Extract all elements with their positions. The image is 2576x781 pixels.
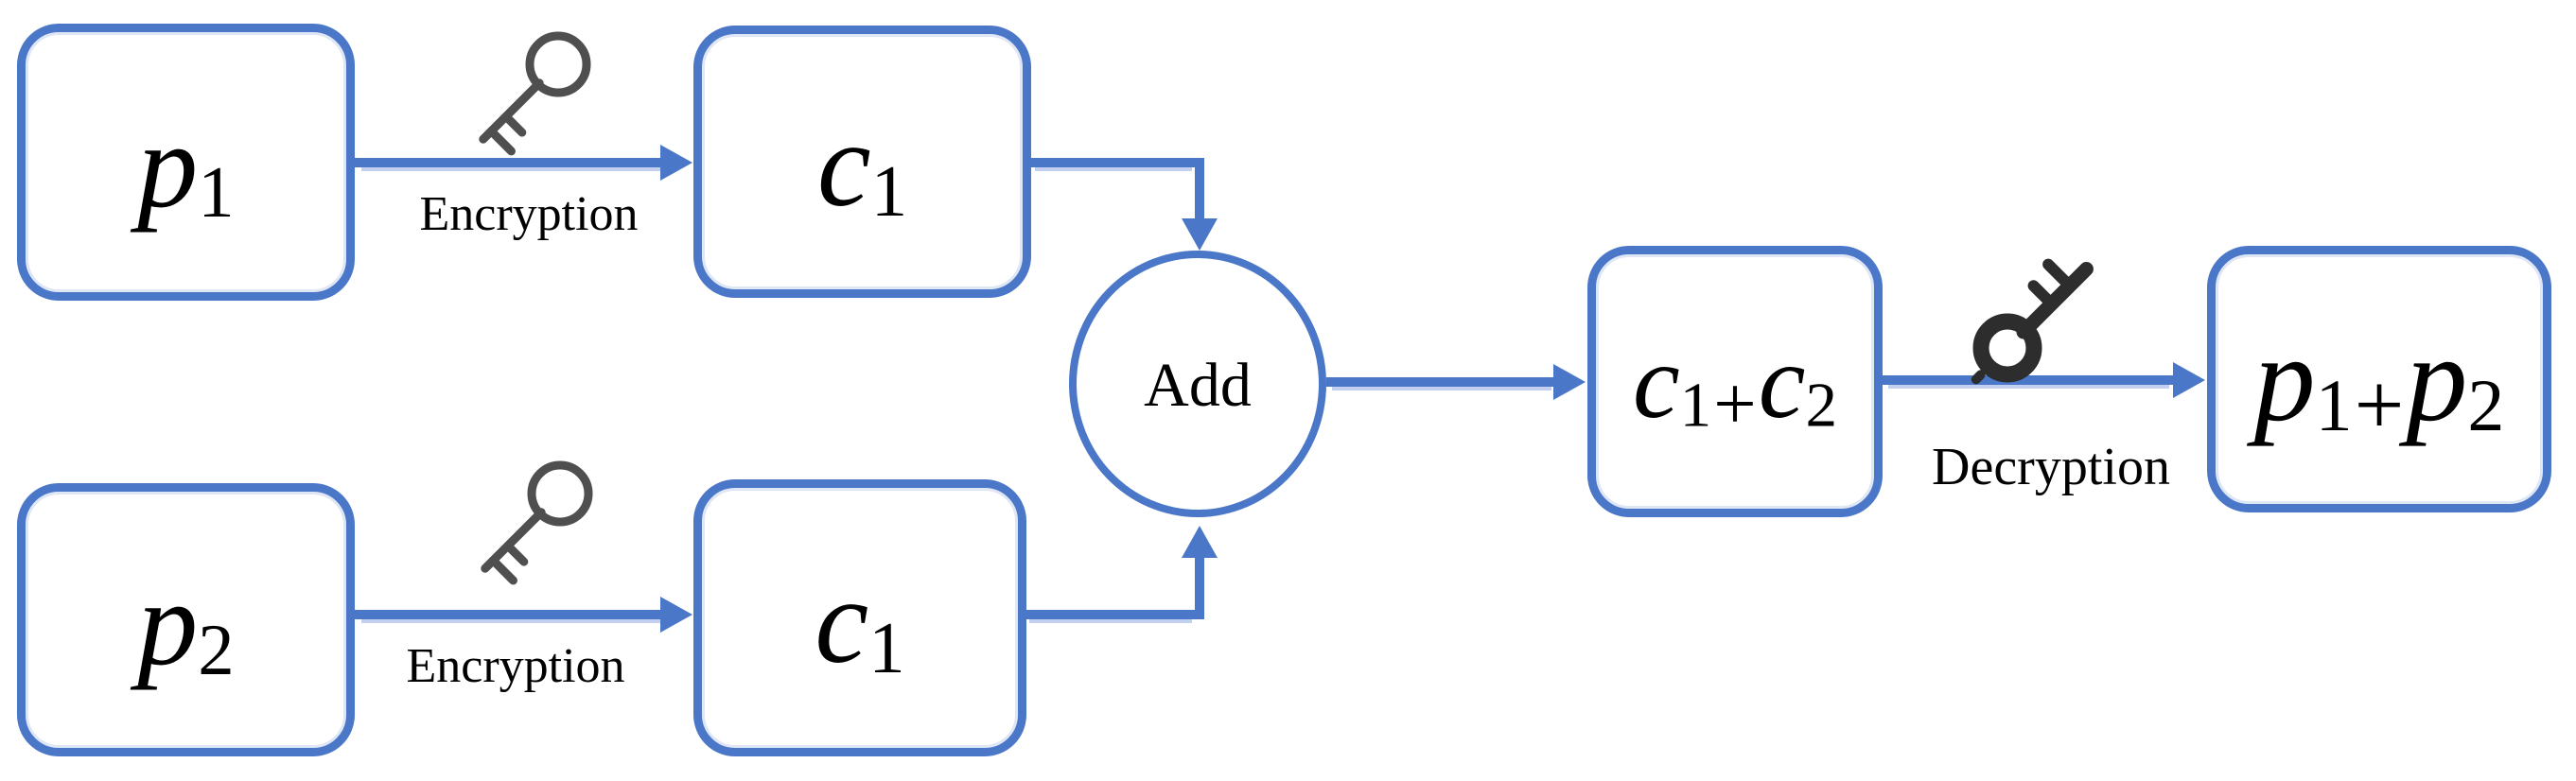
node-c1-bottom-letter: c <box>815 553 869 688</box>
node-c1-top-letter: c <box>816 97 871 233</box>
plain-sum-right-letter: p <box>2406 311 2468 448</box>
node-add-label: Add <box>1144 351 1252 420</box>
arrow-c1bottom-to-add <box>1025 526 1218 619</box>
node-p1-subscript: 1 <box>198 151 235 233</box>
arrow-p1-to-c1 <box>355 145 692 181</box>
node-c1-top-subscript: 1 <box>870 150 908 232</box>
plain-sum-plus: + <box>2354 356 2405 455</box>
node-plain-sum-label: p1+p2 <box>2254 308 2505 450</box>
node-cipher-sum: c1+c2 <box>1587 246 1883 517</box>
arrow-ciphersum-to-plainsum <box>1883 362 2205 398</box>
plain-sum-right-subscript: 2 <box>2467 364 2505 447</box>
node-add: Add <box>1069 251 1326 517</box>
cipher-sum-right-letter: c <box>1758 323 1806 442</box>
node-c1-bottom-subscript: 1 <box>868 607 905 688</box>
node-c1-bottom: c1 <box>693 479 1026 756</box>
label-encryption-bottom: Encryption <box>406 639 625 693</box>
node-p2-subscript: 2 <box>198 609 235 690</box>
node-cipher-sum-label: c1+c2 <box>1633 320 1837 443</box>
node-plain-sum: p1+p2 <box>2207 246 2551 512</box>
arrow-p2-to-c1 <box>355 597 692 633</box>
arrow-add-to-ciphersum <box>1326 364 1586 400</box>
encryption-key-icon <box>479 31 591 156</box>
cipher-sum-right-subscript: 2 <box>1805 369 1838 441</box>
node-c1-bottom-label: c1 <box>815 551 904 686</box>
encryption-key-icon <box>481 460 593 585</box>
decryption-key-icon <box>1971 258 2094 385</box>
cipher-sum-left-subscript: 1 <box>1679 369 1712 441</box>
label-encryption-top: Encryption <box>419 187 639 241</box>
node-c1-top: c1 <box>693 26 1031 298</box>
node-p1-letter: p <box>137 97 199 233</box>
label-decryption: Decryption <box>1932 438 2170 496</box>
arrow-c1top-to-add <box>1031 158 1218 251</box>
node-p1-label: p1 <box>137 95 234 230</box>
node-c1-top-label: c1 <box>817 95 907 229</box>
node-p2-letter: p <box>137 555 199 690</box>
cipher-sum-left-letter: c <box>1632 323 1680 442</box>
node-p2: p2 <box>17 483 355 756</box>
cipher-sum-plus: + <box>1713 362 1757 447</box>
plain-sum-left-letter: p <box>2253 311 2316 448</box>
node-p1: p1 <box>17 24 355 301</box>
node-p2-label: p2 <box>137 553 234 687</box>
plain-sum-left-subscript: 1 <box>2315 364 2353 447</box>
